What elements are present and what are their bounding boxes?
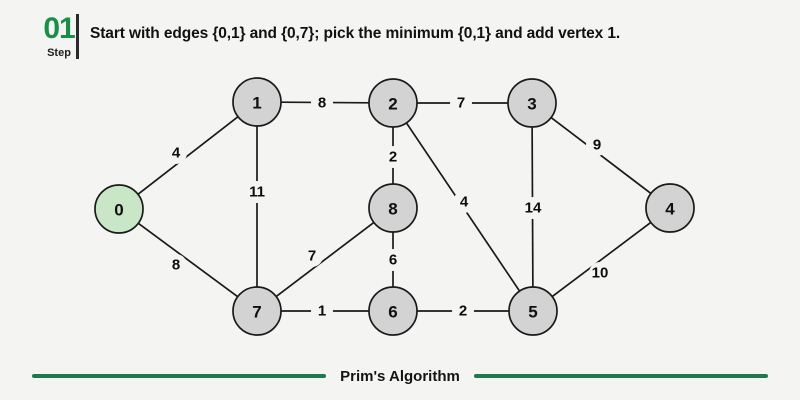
edge-weight-label: 10 [592,265,609,282]
edge-weight-label: 7 [308,248,316,265]
footer-rule-right [473,374,768,378]
graph-edge [275,221,375,298]
node-label: 5 [528,303,537,322]
footer-title: Prim's Algorithm [340,367,460,385]
edge-weight-backdrop [311,92,333,114]
graph-node-4[interactable]: 4 [645,183,695,233]
node-circle[interactable] [508,286,558,336]
node-circle[interactable] [645,183,695,233]
graph-canvas: 4 8 8 11 7 2 4 9 14 10 2 1 6 7 0 1 2 3 4 5 6 7 8 [0,60,800,350]
edge-weight-backdrop [301,245,323,267]
edge-weight-backdrop [586,134,608,156]
step-badge: 01 Step [30,14,88,60]
edge-weight-label: 4 [460,194,469,211]
edge-weight-label: 8 [318,95,326,112]
edge-weight-label: 2 [389,149,397,166]
node-label: 1 [252,94,261,113]
node-label: 4 [665,200,675,219]
edge-weight-label: 4 [172,145,181,162]
node-label: 7 [252,303,261,322]
node-circle[interactable] [232,286,282,336]
graph-node-6[interactable]: 6 [368,286,418,336]
graph-node-7[interactable]: 7 [232,286,282,336]
graph-svg: 4 8 8 11 7 2 4 9 14 10 2 1 6 7 0 1 2 3 4 5 6 7 8 [94,77,695,336]
edge-weight-backdrop [311,300,333,322]
edge-weight-backdrop [165,142,187,164]
graph-edge [137,116,239,195]
node-circle[interactable] [368,286,418,336]
edge-weight-label: 11 [249,184,265,201]
footer: Prim's Algorithm [0,352,800,400]
edge-weight-label: 2 [459,303,467,320]
node-label: 0 [114,201,123,220]
instruction-text: Start with edges {0,1} and {0,7}; pick t… [90,25,621,42]
node-circle[interactable] [94,184,144,234]
graph-node-1[interactable]: 1 [232,77,282,127]
edge-weight-label: 8 [172,257,180,274]
edge-weight-backdrop [382,146,404,168]
graph-edge [137,222,239,298]
graph-node-0[interactable]: 0 [94,184,144,234]
node-circle[interactable] [232,77,282,127]
graph-node-3[interactable]: 3 [507,78,557,128]
node-circle[interactable] [368,183,418,233]
edge-weight-label: 7 [457,95,465,112]
edge-weight-backdrop [453,191,475,213]
node-circle[interactable] [368,78,418,128]
edge-weight-label: 1 [318,303,326,320]
graph-node-2[interactable]: 2 [368,78,418,128]
edge-weights-layer: 4 8 8 11 7 2 4 9 14 10 2 1 6 7 [165,92,611,322]
edge-weight-backdrop [450,92,472,114]
graph-edge [550,116,652,195]
header: 01 Step Start with edges {0,1} and {0,7}… [0,0,800,72]
edge-weight-backdrop [589,262,611,284]
node-label: 8 [388,200,397,219]
node-label: 6 [388,303,397,322]
graph-node-5[interactable]: 5 [508,286,558,336]
node-label: 3 [527,95,536,114]
edge-weight-label: 6 [389,252,397,269]
edge-weight-backdrop [452,300,474,322]
header-divider [76,14,79,59]
edge-weight-label: 9 [593,137,601,154]
footer-rule-left [32,374,327,378]
node-label: 2 [388,95,397,114]
step-number: 01 [43,12,75,45]
graph-edge [551,221,652,298]
edge-weight-backdrop [522,197,544,219]
edge-weight-backdrop [382,249,404,271]
edge-weight-label: 14 [525,200,542,217]
node-circle[interactable] [507,78,557,128]
nodes-layer: 0 1 2 3 4 5 6 7 8 [94,77,695,336]
edge-weight-backdrop [246,181,268,203]
edge-weight-backdrop [165,254,187,276]
step-word-label: Step [47,47,71,59]
graph-node-8[interactable]: 8 [368,183,418,233]
